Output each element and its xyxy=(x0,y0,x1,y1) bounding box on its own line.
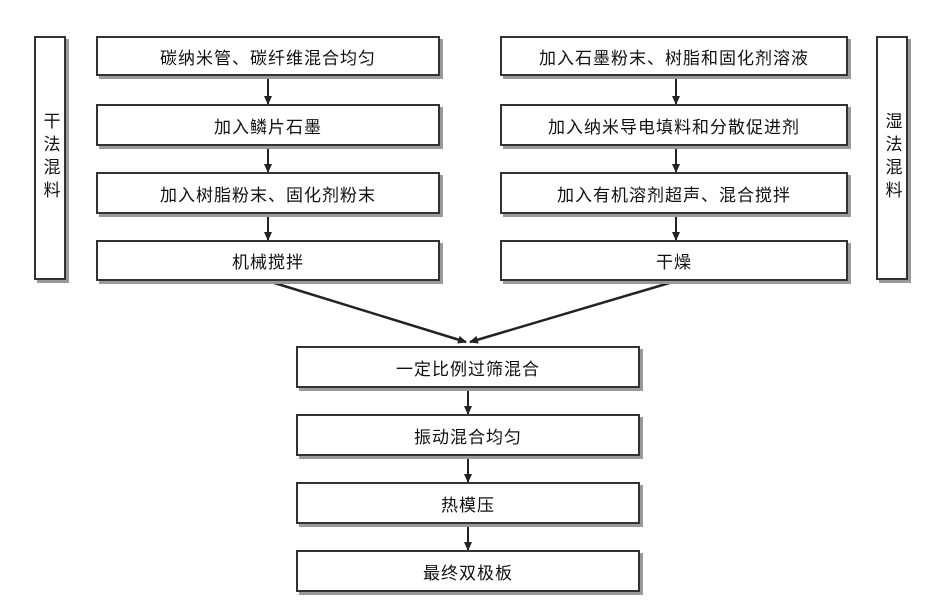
wet-step-4: 干燥 xyxy=(500,240,848,281)
dry-method-label-text: 干法混料 xyxy=(38,112,63,204)
wet-method-label: 湿法混料 xyxy=(876,36,908,280)
dry-step-1: 碳纳米管、碳纤维混合均匀 xyxy=(96,36,440,76)
wet-method-label-text: 湿法混料 xyxy=(880,112,905,204)
wet-step-1: 加入石墨粉末、树脂和固化剂溶液 xyxy=(500,36,848,76)
dry-step-4: 机械搅拌 xyxy=(96,240,440,281)
merge-step-3: 热模压 xyxy=(296,482,640,524)
dry-step-2: 加入鳞片石墨 xyxy=(96,104,440,146)
arrow-dry-to-merge xyxy=(268,281,466,342)
wet-step-3: 加入有机溶剂超声、混合搅拌 xyxy=(500,172,848,214)
merge-step-2: 振动混合均匀 xyxy=(296,414,640,456)
merge-step-4: 最终双极板 xyxy=(296,550,640,592)
merge-step-1: 一定比例过筛混合 xyxy=(296,346,640,388)
arrow-wet-to-merge xyxy=(470,281,676,342)
dry-step-3: 加入树脂粉末、固化剂粉末 xyxy=(96,172,440,214)
dry-method-label: 干法混料 xyxy=(34,36,66,280)
wet-step-2: 加入纳米导电填料和分散促进剂 xyxy=(500,104,848,146)
